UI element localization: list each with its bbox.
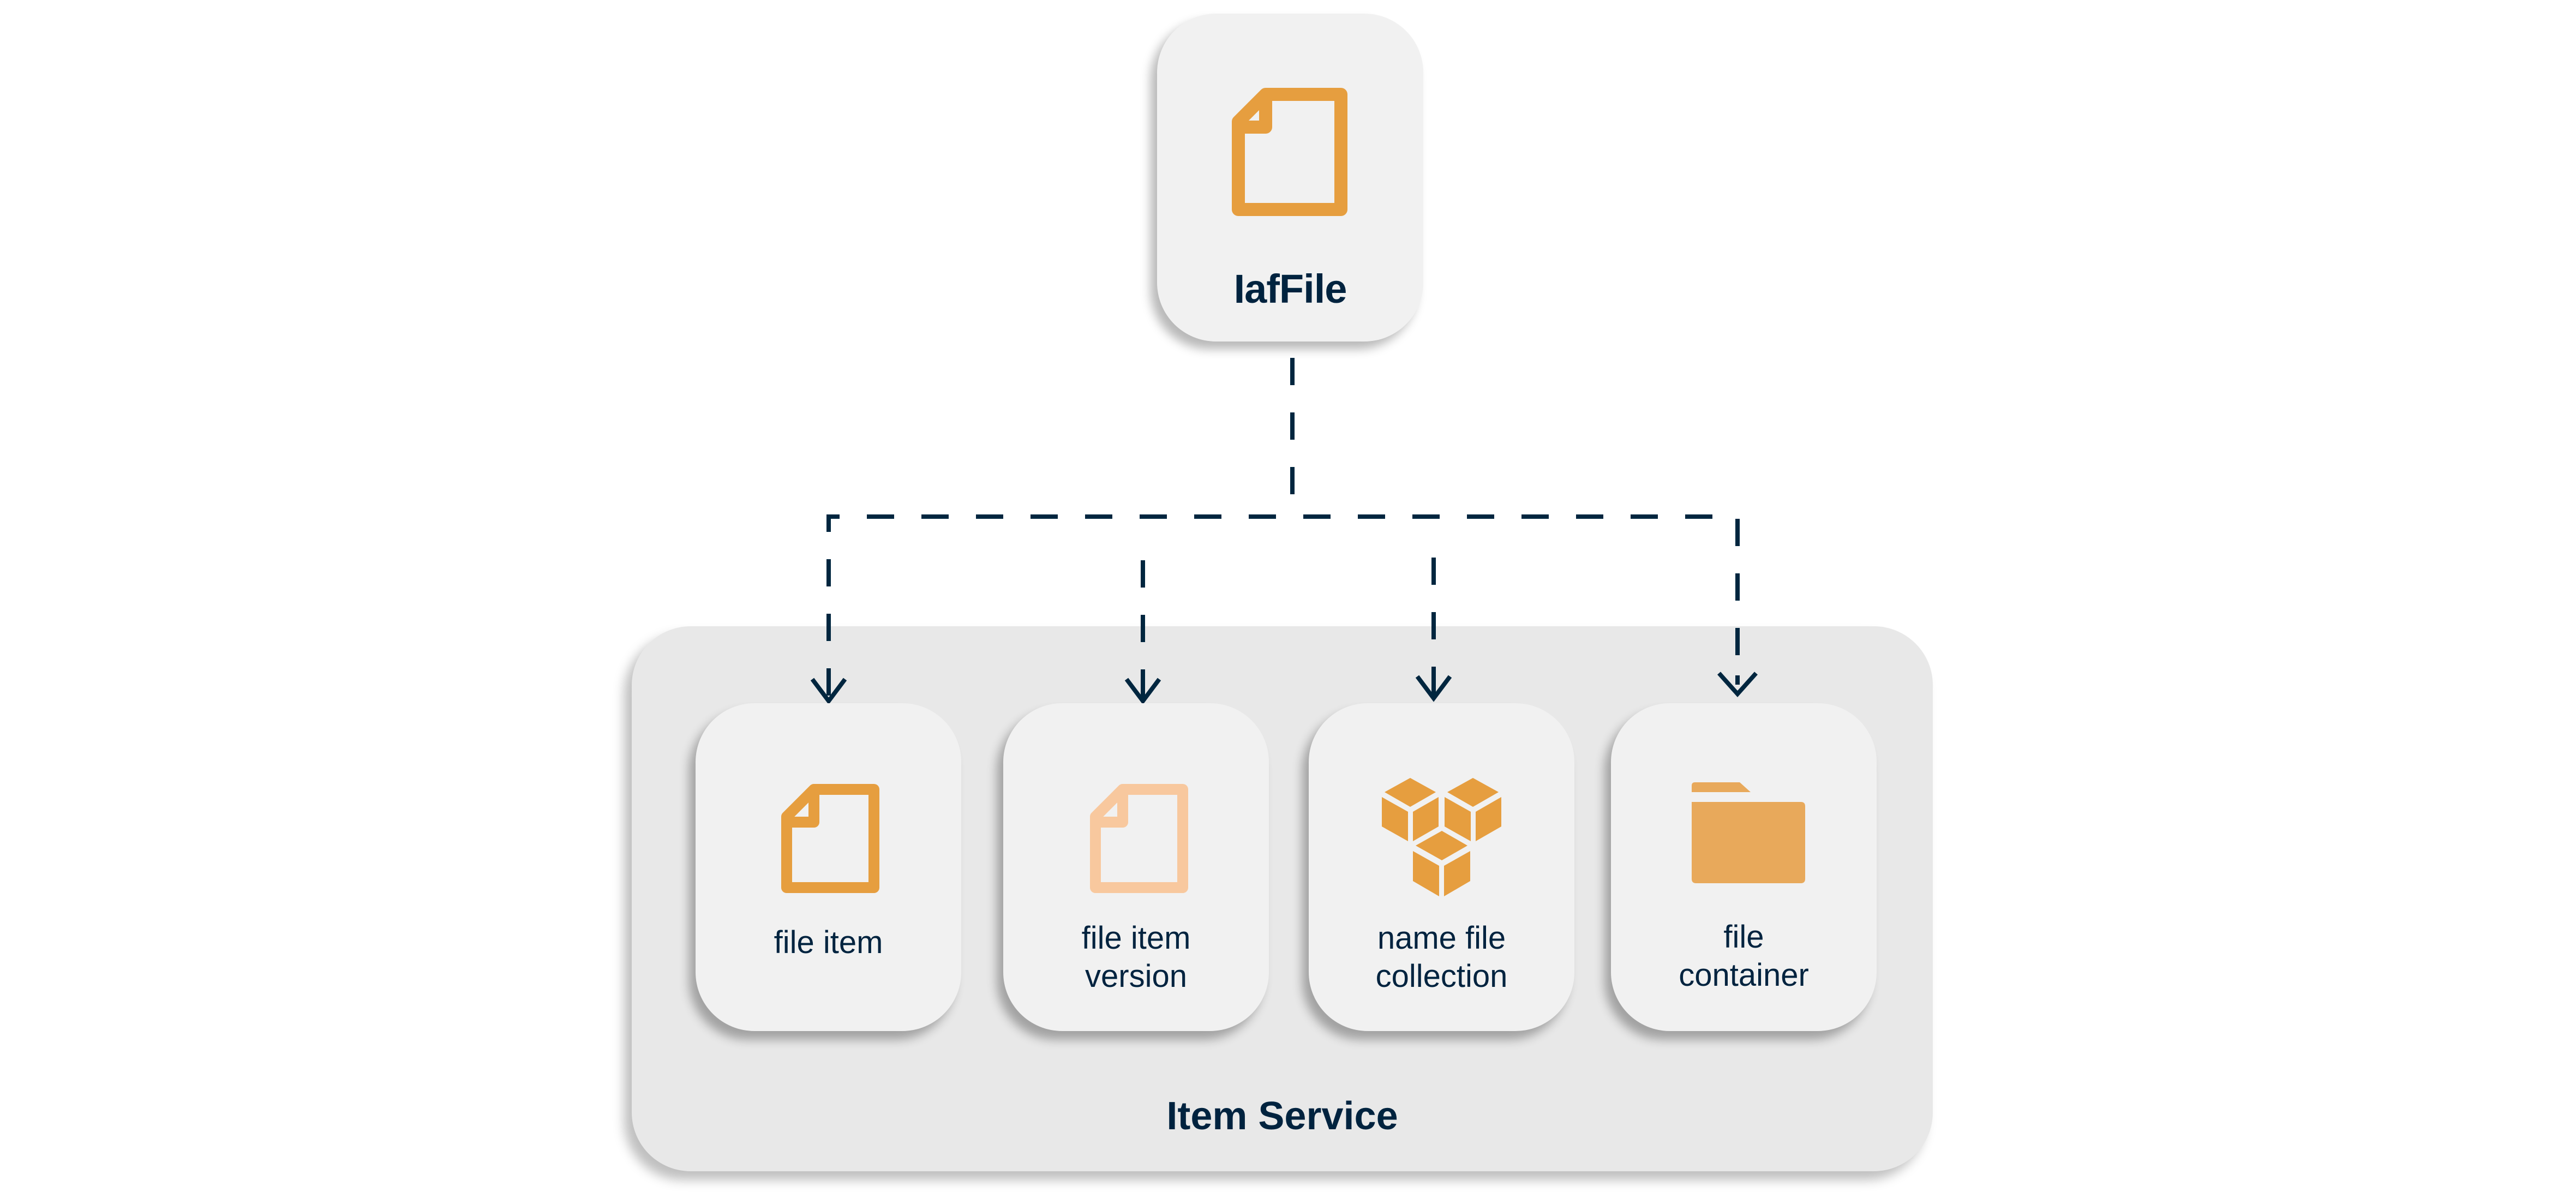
name-file-collection-node[interactable]: name file collection	[1309, 703, 1574, 1031]
document-outline-icon	[781, 784, 879, 893]
name-file-collection-label: name file collection	[1375, 920, 1508, 994]
item-service-label: Item Service	[1166, 1094, 1398, 1138]
file-item-node[interactable]: file item	[696, 703, 961, 1031]
document-outline-icon	[1232, 88, 1347, 216]
file-container-node[interactable]: file container	[1611, 703, 1877, 1031]
file-item-version-node[interactable]: file item version	[1003, 703, 1269, 1031]
file-item-version-label: file item version	[1081, 920, 1191, 994]
iaffile-node[interactable]: IafFile	[1157, 14, 1423, 342]
folder-icon	[1692, 782, 1805, 883]
iaffile-label: IafFile	[1233, 266, 1347, 312]
file-container-label: file container	[1679, 919, 1809, 993]
file-item-label: file item	[774, 925, 883, 960]
cubes-icon	[1382, 778, 1501, 896]
document-outline-icon	[1090, 784, 1188, 893]
